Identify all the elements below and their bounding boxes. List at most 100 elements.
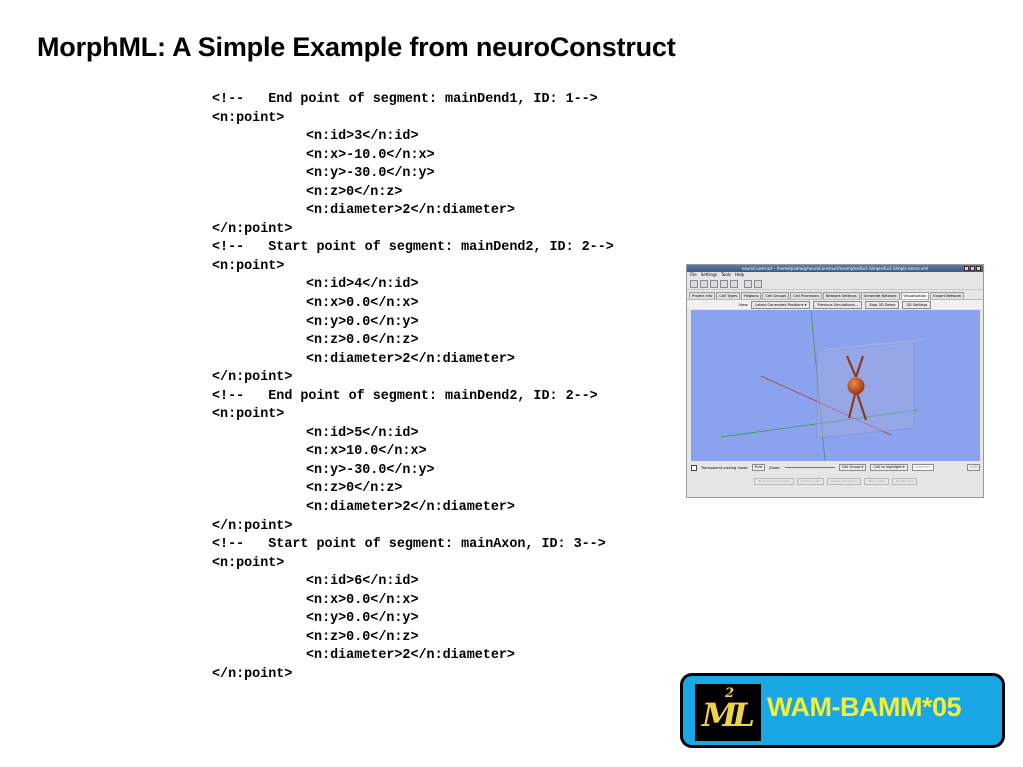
code-diameter: <n:diameter>2</n:diameter> xyxy=(306,648,515,664)
soma-sphere xyxy=(847,377,865,395)
tab-generate-network[interactable]: Generate Network xyxy=(860,292,900,299)
close-icon[interactable] xyxy=(976,266,981,271)
slide-title: MorphML: A Simple Example from neuroCons… xyxy=(37,32,676,62)
main-tabs: Project Info Cell Types Regions Cell Gro… xyxy=(687,292,983,299)
window-controls xyxy=(964,266,981,271)
toolbar xyxy=(687,278,983,290)
segment-field[interactable]: Segment xyxy=(911,464,934,471)
menu-tools[interactable]: Tools xyxy=(721,272,731,277)
wam-bamm-logo: 2 ML WAM-BAMM*05 xyxy=(680,673,1005,748)
code-x: <n:x>0.0</n:x> xyxy=(306,296,419,312)
code-y: <n:y>-30.0</n:y> xyxy=(306,462,435,478)
stop-replay-button[interactable]: Stop replay xyxy=(863,477,889,485)
validate-icon[interactable] xyxy=(730,279,738,288)
new-project-icon[interactable] xyxy=(690,279,698,288)
morphml-logo-mark: 2 ML xyxy=(695,684,761,741)
close-project-icon[interactable] xyxy=(720,279,728,288)
visualisation-bar: View: Latest Generated Positions ▾ Previ… xyxy=(687,299,983,309)
tab-cell-processes[interactable]: Cell Processes xyxy=(790,292,822,299)
preferences-icon[interactable] xyxy=(754,279,762,288)
save-project-icon[interactable] xyxy=(710,279,718,288)
viewer-controls: Transparent picking mode Find Zoom: Cell… xyxy=(691,463,980,472)
positions-dropdown[interactable]: Latest Generated Positions ▾ xyxy=(751,300,811,309)
code-point-close: </n:point> xyxy=(212,221,293,237)
code-point-close: </n:point> xyxy=(212,518,293,534)
tab-cell-groups[interactable]: Cell Groups xyxy=(762,292,790,299)
3d-viewport[interactable] xyxy=(691,310,980,461)
simulation-status: No simulation loaded xyxy=(753,477,794,485)
code-diameter: <n:diameter>2</n:diameter> xyxy=(306,203,515,219)
code-x: <n:x>0.0</n:x> xyxy=(306,592,419,608)
code-y: <n:y>0.0</n:y> xyxy=(306,314,419,330)
3d-settings-button[interactable]: 3D Settings xyxy=(902,300,932,309)
previous-simulations-button[interactable]: Previous Simulations... xyxy=(813,300,863,309)
code-id: <n:id>4</n:id> xyxy=(306,277,419,293)
code-point-open: <n:point> xyxy=(212,110,285,126)
code-x: <n:x>10.0</n:x> xyxy=(306,444,427,460)
tab-export-network[interactable]: Export Network xyxy=(930,292,965,299)
y-axis-line xyxy=(810,310,826,461)
tab-network-settings[interactable]: Network Settings xyxy=(822,292,860,299)
code-point-open: <n:point> xyxy=(212,258,285,274)
logo-label: WAM-BAMM*05 xyxy=(767,692,962,722)
tab-visualisation[interactable]: Visualisation xyxy=(900,292,930,299)
window-title: neuroConstruct - /home/padraig/neuroCons… xyxy=(741,266,929,271)
tool-icon[interactable] xyxy=(744,279,752,288)
simulation-controls: No simulation loaded Continue sim Pause … xyxy=(691,477,980,485)
code-point-open: <n:point> xyxy=(212,407,285,423)
menu-settings[interactable]: Settings xyxy=(700,272,718,277)
code-point-open: <n:point> xyxy=(212,555,285,571)
replay-rate-dropdown[interactable]: Replay rate xyxy=(891,477,918,485)
code-comment: <!-- Start point of segment: mainDend2, … xyxy=(212,240,614,256)
transparent-checkbox[interactable] xyxy=(691,464,697,471)
code-z: <n:z>0</n:z> xyxy=(306,184,403,200)
z-axis-line xyxy=(760,375,892,436)
stop-3d-demo-button[interactable]: Stop 3D Demo xyxy=(865,300,900,309)
view-label: View: xyxy=(738,302,749,307)
zoom-slider[interactable] xyxy=(784,467,835,468)
code-comment: <!-- Start point of segment: mainAxon, I… xyxy=(212,537,606,553)
code-point-close: </n:point> xyxy=(212,666,293,682)
continue-sim-button[interactable]: Continue sim xyxy=(796,477,825,485)
code-comment: <!-- End point of segment: mainDend1, ID… xyxy=(212,92,598,107)
code-y: <n:y>0.0</n:y> xyxy=(306,611,419,627)
zoom-label: Zoom: xyxy=(769,465,781,470)
tab-project-info[interactable]: Project Info xyxy=(689,292,716,299)
code-diameter: <n:diameter>2</n:diameter> xyxy=(306,500,515,516)
code-z: <n:z>0</n:z> xyxy=(306,481,403,497)
code-diameter: <n:diameter>2</n:diameter> xyxy=(306,351,515,367)
code-z: <n:z>0.0</n:z> xyxy=(306,333,419,349)
neuroconstruct-screenshot: neuroConstruct - /home/padraig/neuroCons… xyxy=(686,264,984,498)
3d-scene xyxy=(720,310,931,461)
cell-highlight-dropdown[interactable]: Cell to highlight ▾ xyxy=(870,464,908,471)
menu-help[interactable]: Help xyxy=(734,272,745,277)
maximize-icon[interactable] xyxy=(970,266,975,271)
code-y: <n:y>-30.0</n:y> xyxy=(306,166,435,182)
dendrite-2 xyxy=(854,355,865,378)
logo-superscript: 2 xyxy=(725,686,735,701)
pause-simulation-button[interactable]: Pause simulation xyxy=(827,477,861,485)
minimize-icon[interactable] xyxy=(964,266,969,271)
menu-file[interactable]: File xyxy=(690,272,697,277)
axon xyxy=(847,389,858,419)
tab-cell-types[interactable]: Cell Types xyxy=(716,292,741,299)
cell-group-dropdown[interactable]: Cell Group ▾ xyxy=(838,464,867,471)
code-z: <n:z>0.0</n:z> xyxy=(306,629,419,645)
transparent-label: Transparent picking mode xyxy=(701,465,748,470)
code-comment: <!-- End point of segment: mainDend2, ID… xyxy=(212,388,598,404)
axon-branch xyxy=(854,389,868,421)
dendrite-1 xyxy=(845,355,858,378)
region-box-top xyxy=(817,338,931,352)
code-id: <n:id>3</n:id> xyxy=(306,129,419,145)
tab-regions[interactable]: Regions xyxy=(741,292,762,299)
code-point-close: </n:point> xyxy=(212,370,293,386)
menu-bar: File Settings Tools Help xyxy=(687,272,983,278)
info-button[interactable]: Info xyxy=(967,464,980,471)
region-box-front xyxy=(816,341,915,439)
x-axis-line xyxy=(720,409,918,438)
morphml-code-block: <!-- End point of segment: mainDend1, ID… xyxy=(212,91,614,685)
open-project-icon[interactable] xyxy=(700,279,708,288)
code-id: <n:id>5</n:id> xyxy=(306,425,419,441)
window-titlebar: neuroConstruct - /home/padraig/neuroCons… xyxy=(687,265,983,272)
find-button[interactable]: Find xyxy=(751,464,766,471)
